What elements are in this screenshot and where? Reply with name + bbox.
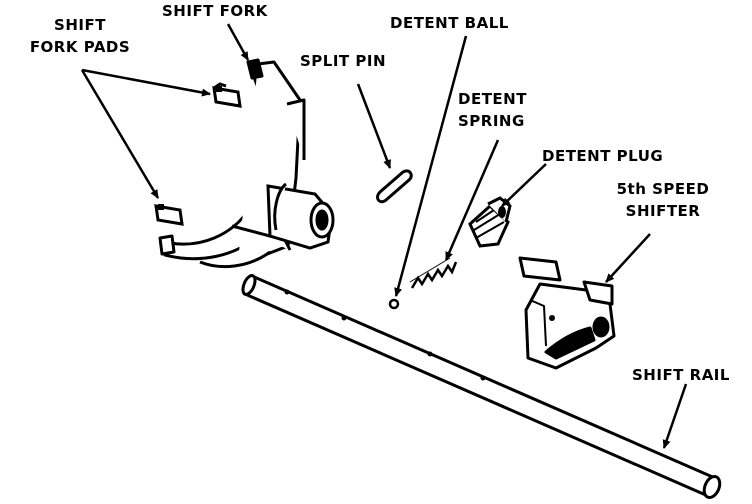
shift-rail xyxy=(241,274,722,499)
shift-fork-pad-lower xyxy=(154,204,184,226)
label-detent-ball: DETENT BALL xyxy=(390,14,509,32)
label-shift-rail: SHIFT RAIL xyxy=(632,366,730,384)
label-split-pin: SPLIT PIN xyxy=(300,52,387,70)
label-shift-fork: SHIFT FORK xyxy=(162,2,268,20)
label-detent-plug: DETENT PLUG xyxy=(542,147,664,165)
arrow-detent-plug xyxy=(501,163,547,207)
label-fifth-speed-shifter-line1: 5th SPEED xyxy=(616,180,710,198)
label-shift-fork-pads: SHIFT FORK PADS xyxy=(20,14,140,58)
label-shift-fork-pads-line2: FORK PADS xyxy=(29,38,131,56)
fifth-speed-shifter xyxy=(518,256,616,370)
label-detent-spring-line2: SPRING xyxy=(458,112,525,130)
detent-plug xyxy=(468,196,512,248)
label-shift-fork-pads-line1: SHIFT xyxy=(54,16,106,34)
arrow-shift-fork-pads-lower xyxy=(80,69,160,199)
arrow-split-pin xyxy=(356,83,392,169)
shift-fork-pad-upper xyxy=(212,82,242,108)
label-fifth-speed-shifter: 5th SPEED SHIFTER xyxy=(608,178,718,222)
detent-ball xyxy=(388,298,400,310)
label-fifth-speed-shifter-line2: SHIFTER xyxy=(625,202,701,220)
label-detent-spring: DETENT SPRING xyxy=(458,88,527,132)
arrow-shift-fork xyxy=(226,23,250,61)
arrow-detent-spring xyxy=(444,139,500,261)
label-detent-spring-line1: DETENT xyxy=(458,90,527,108)
split-pin xyxy=(376,169,413,204)
detent-spring xyxy=(409,257,458,289)
arrow-shift-rail xyxy=(662,383,688,449)
arrow-shift-fork-pads-upper xyxy=(81,68,211,97)
arrow-detent-ball xyxy=(394,35,468,297)
arrow-fifth-speed-shifter xyxy=(605,233,651,283)
leader-arrows xyxy=(80,23,688,449)
shift-fork-hub xyxy=(266,182,335,250)
